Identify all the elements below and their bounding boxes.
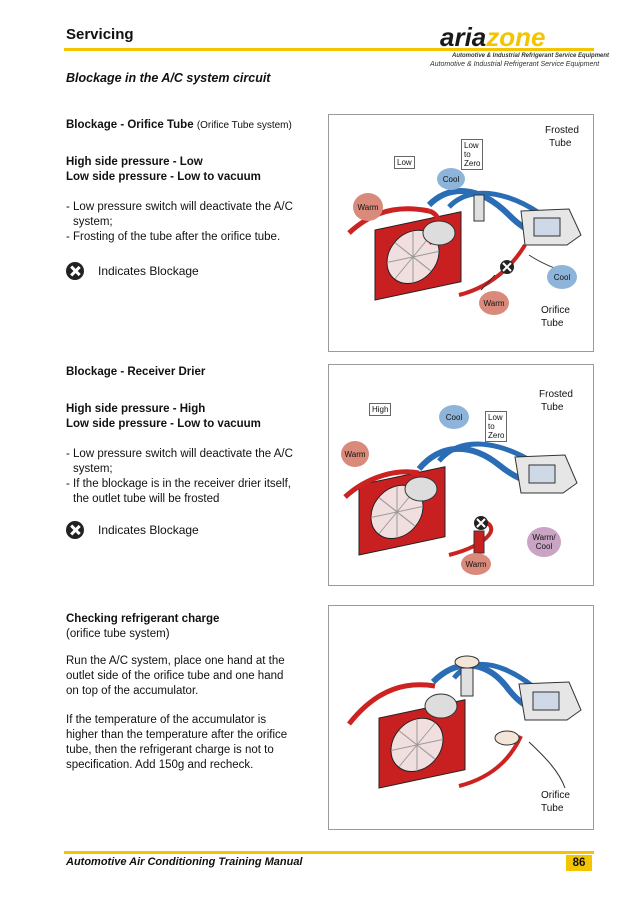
- section1-text: Blockage - Orifice Tube (Orifice Tube sy…: [66, 118, 316, 245]
- ariazone-logo: ariazone Automotive & Industrial Refrige…: [430, 22, 609, 68]
- s1-warm-bubble: Warm: [353, 193, 383, 221]
- s3-para2-line: higher than the temperature after the or…: [66, 729, 288, 741]
- footer-title: Automotive Air Conditioning Training Man…: [66, 856, 303, 868]
- s1-orifice-tube-label: Tube: [541, 318, 564, 329]
- s3-para2-line: tube, then the refrigerant charge is not…: [66, 744, 274, 756]
- s1-cool-bubble-2: Cool: [547, 265, 577, 289]
- s3-title: Checking refrigerant charge: [66, 613, 220, 625]
- s1-title: Blockage - Orifice Tube: [66, 119, 194, 131]
- s3-subtitle: (orifice tube system): [66, 628, 170, 640]
- s1-warm-bubble-2: Warm: [479, 291, 509, 315]
- s3-para1-line: Run the A/C system, place one hand at th…: [66, 655, 285, 667]
- s3-para1-line: on top of the accumulator.: [66, 685, 199, 697]
- s1-low-tag: Low: [394, 156, 415, 169]
- header-rule: [64, 48, 594, 51]
- s2-diagram-art: [343, 441, 578, 557]
- s2-bullet: system;: [73, 463, 113, 475]
- logo-tagline-2: Automotive & Industrial Refrigerant Serv…: [430, 61, 600, 68]
- s3-diagram: Orifice Tube: [328, 605, 594, 830]
- s2-tube-label: Tube: [541, 402, 564, 413]
- s2-frosted-label: Frosted: [539, 389, 573, 400]
- s2-warm-bubble: Warm: [341, 441, 369, 467]
- s2-high-side: High side pressure - High: [66, 403, 206, 415]
- section2-text: Blockage - Receiver Drier High side pres…: [66, 365, 316, 507]
- s2-bullet: - Low pressure switch will deactivate th…: [66, 448, 293, 460]
- footer-rule: [64, 851, 594, 854]
- s3-para2-line: specification. Add 150g and recheck.: [66, 759, 254, 771]
- blockage-x-icon: [66, 521, 84, 539]
- page-number: 86: [566, 855, 592, 871]
- s3-para2-line: If the temperature of the accumulator is: [66, 714, 267, 726]
- s1-cool-bubble: Cool: [437, 168, 465, 190]
- s2-bullet: - If the blockage is in the receiver dri…: [66, 478, 291, 490]
- logo-tagline: Automotive & Industrial Refrigerant Serv…: [452, 53, 610, 59]
- s1-bullet: - Frosting of the tube after the orifice…: [66, 231, 281, 243]
- blockage-x-icon: [66, 262, 84, 280]
- s1-orifice-label: Orifice: [541, 305, 570, 316]
- s2-low-side: Low side pressure - Low to vacuum: [66, 418, 261, 430]
- s1-bullet: system;: [73, 216, 113, 228]
- s3-para1-line: outlet side of the orifice tube and one …: [66, 670, 284, 682]
- s1-title-note: (Orifice Tube system): [196, 120, 292, 131]
- s1-legend: Indicates Blockage: [66, 262, 199, 280]
- s2-indicates-label: Indicates Blockage: [98, 523, 199, 537]
- section3-text: Checking refrigerant charge (orifice tub…: [66, 612, 316, 773]
- logo-aria: aria: [440, 22, 487, 52]
- s1-tube-label: Tube: [549, 138, 572, 149]
- s1-diagram-art: [347, 188, 582, 301]
- s1-high-side: High side pressure - Low: [66, 156, 203, 168]
- s2-title: Blockage - Receiver Drier: [66, 366, 206, 378]
- s3-orifice-tube-label: Tube: [541, 803, 564, 814]
- s2-legend: Indicates Blockage: [66, 521, 199, 539]
- s2-bullet: the outlet tube will be frosted: [73, 493, 220, 505]
- s1-bullet: - Low pressure switch will deactivate th…: [66, 201, 293, 213]
- s2-warm-bubble-2: Warm: [461, 553, 491, 575]
- s1-indicates-label: Indicates Blockage: [98, 264, 199, 278]
- page-subtitle: Blockage in the A/C system circuit: [66, 71, 271, 85]
- s2-cool-bubble: Cool: [439, 405, 469, 429]
- s2-high-tag: High: [369, 403, 392, 416]
- s3-orifice-label: Orifice: [541, 790, 570, 801]
- s1-frosted-label: Frosted: [545, 125, 579, 136]
- logo-zone: zone: [486, 22, 546, 52]
- section-title: Servicing: [66, 26, 134, 43]
- s1-low-side: Low side pressure - Low to vacuum: [66, 171, 261, 183]
- s2-warm-cool-bubble: Warm/Cool: [527, 527, 561, 557]
- s3-diagram-art: [347, 655, 582, 789]
